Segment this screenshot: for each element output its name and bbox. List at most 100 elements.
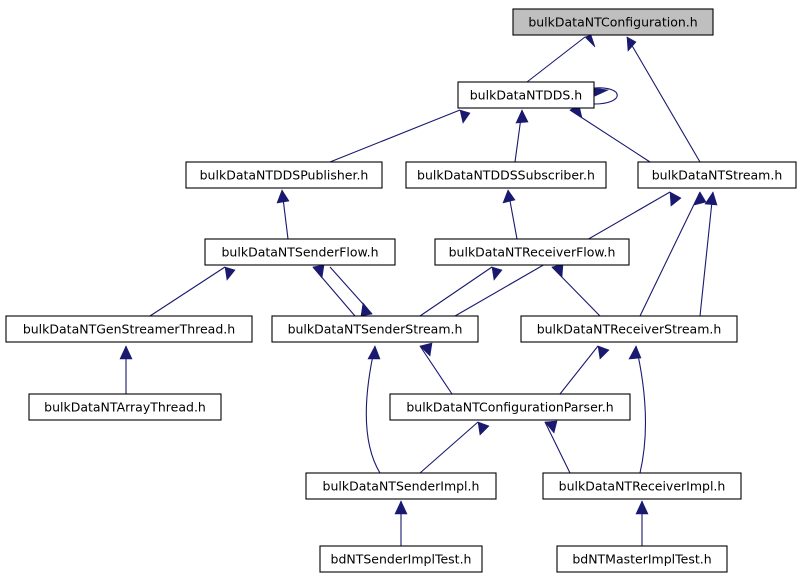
- node-box[interactable]: [637, 161, 797, 189]
- node-label: bulkDataNTStream.h: [652, 168, 783, 183]
- node-label: bulkDataNTReceiverStream.h: [537, 322, 722, 337]
- node-box[interactable]: [185, 161, 383, 189]
- graph-edges-layer: [119, 34, 718, 546]
- graph-edge: [544, 420, 571, 474]
- graph-edge: [569, 104, 651, 163]
- node-box[interactable]: [5, 315, 253, 343]
- node-label: bdNTSenderImplTest.h: [331, 552, 472, 567]
- graph-node-senderimpl[interactable]: bulkDataNTSenderImpl.h: [305, 472, 497, 500]
- edge-path: [593, 87, 618, 105]
- arrowhead-icon: [593, 87, 610, 97]
- edge-path: [329, 109, 461, 163]
- arrowhead-icon: [312, 264, 325, 279]
- arrowhead-icon: [491, 266, 503, 281]
- node-box[interactable]: [405, 161, 607, 189]
- graph-edge: [276, 189, 290, 240]
- node-label: bulkDataNTSenderFlow.h: [222, 245, 379, 260]
- graph-node-bdsendertest[interactable]: bdNTSenderImplTest.h: [319, 545, 483, 573]
- graph-edge: [312, 264, 356, 317]
- node-box[interactable]: [434, 238, 630, 266]
- graph-edge: [419, 421, 490, 474]
- graph-node-dds[interactable]: bulkDataNTDDS.h: [457, 81, 595, 109]
- node-box[interactable]: [271, 315, 479, 343]
- edge-path: [419, 421, 479, 474]
- arrowhead-icon: [544, 420, 558, 434]
- graph-edge: [559, 345, 610, 395]
- arrowhead-icon: [635, 500, 649, 515]
- node-box[interactable]: [204, 238, 396, 266]
- edge-path: [419, 266, 493, 317]
- arrowhead-icon: [394, 500, 408, 515]
- node-box[interactable]: [28, 393, 222, 421]
- arrowhead-icon: [119, 345, 133, 360]
- graph-node-config[interactable]: bulkDataNTConfiguration.h: [512, 8, 714, 36]
- graph-node-genstreamer[interactable]: bulkDataNTGenStreamerThread.h: [5, 315, 253, 343]
- graph-edge: [329, 109, 471, 163]
- arrowhead-icon: [628, 345, 642, 360]
- graph-edge: [626, 36, 701, 163]
- node-label: bulkDataNTConfigurationParser.h: [406, 400, 613, 415]
- graph-edge: [119, 345, 133, 394]
- edge-path: [635, 345, 647, 474]
- graph-edge: [419, 342, 453, 395]
- arrowhead-icon: [551, 263, 564, 278]
- graph-node-receiverimpl[interactable]: bulkDataNTReceiverImpl.h: [542, 472, 742, 500]
- node-box[interactable]: [389, 393, 631, 421]
- edge-path: [526, 36, 586, 83]
- edge-path: [365, 345, 381, 474]
- arrowhead-icon: [459, 109, 471, 124]
- node-box[interactable]: [556, 545, 728, 573]
- graph-edge: [593, 87, 618, 105]
- graph-node-stream[interactable]: bulkDataNTStream.h: [637, 161, 797, 189]
- graph-nodes-layer: bulkDataNTConfiguration.h bulkDataNTDDS.h…: [5, 8, 797, 573]
- graph-node-ddssubscriber[interactable]: bulkDataNTDDSSubscriber.h: [405, 161, 607, 189]
- node-label: bulkDataNTReceiverImpl.h: [559, 479, 726, 494]
- graph-edge: [514, 109, 529, 163]
- graph-node-receiverflow[interactable]: bulkDataNTReceiverFlow.h: [434, 238, 630, 266]
- graph-node-ddspublisher[interactable]: bulkDataNTDDSPublisher.h: [185, 161, 383, 189]
- edge-path: [149, 266, 226, 317]
- arrowhead-icon: [704, 191, 718, 206]
- graph-node-configparser[interactable]: bulkDataNTConfigurationParser.h: [389, 393, 631, 421]
- graph-node-senderflow[interactable]: bulkDataNTSenderFlow.h: [204, 238, 396, 266]
- node-label: bulkDataNTReceiverFlow.h: [449, 245, 616, 260]
- graph-edge: [526, 34, 596, 83]
- graph-edge: [149, 266, 236, 317]
- node-box[interactable]: [512, 8, 714, 36]
- arrowhead-icon: [360, 302, 373, 317]
- graph-edge: [699, 191, 718, 317]
- arrowhead-icon: [626, 36, 637, 52]
- graph-node-senderstream[interactable]: bulkDataNTSenderStream.h: [271, 315, 479, 343]
- arrowhead-icon: [597, 345, 610, 360]
- graph-edge: [502, 189, 518, 240]
- graph-edge: [329, 266, 373, 317]
- graph-edge: [365, 345, 381, 474]
- node-box[interactable]: [457, 81, 595, 109]
- node-label: bulkDataNTDDSSubscriber.h: [417, 168, 595, 183]
- node-box[interactable]: [305, 472, 497, 500]
- node-label: bulkDataNTDDSPublisher.h: [200, 168, 369, 183]
- node-label: bulkDataNTSenderStream.h: [288, 322, 463, 337]
- arrowhead-icon: [502, 189, 516, 204]
- arrowhead-icon: [477, 421, 490, 436]
- node-box[interactable]: [520, 315, 738, 343]
- node-label: bulkDataNTSenderImpl.h: [323, 479, 480, 494]
- edge-path: [419, 345, 453, 395]
- graph-node-receiverstream[interactable]: bulkDataNTReceiverStream.h: [520, 315, 738, 343]
- graph-node-bdmastertest[interactable]: bdNTMasterImplTest.h: [556, 545, 728, 573]
- graph-edge: [639, 191, 707, 317]
- arrowhead-icon: [515, 109, 529, 124]
- graph-edge: [635, 500, 649, 546]
- graph-node-arraythread[interactable]: bulkDataNTArrayThread.h: [28, 393, 222, 421]
- arrowhead-icon: [419, 342, 433, 357]
- arrowhead-icon: [224, 266, 236, 281]
- node-box[interactable]: [319, 545, 483, 573]
- node-box[interactable]: [542, 472, 742, 500]
- node-label: bulkDataNTDDS.h: [470, 88, 582, 103]
- node-label: bulkDataNTGenStreamerThread.h: [23, 322, 235, 337]
- arrowhead-icon: [669, 191, 682, 207]
- node-label: bulkDataNTArrayThread.h: [44, 400, 206, 415]
- edge-path: [544, 421, 571, 474]
- edge-path: [569, 109, 651, 163]
